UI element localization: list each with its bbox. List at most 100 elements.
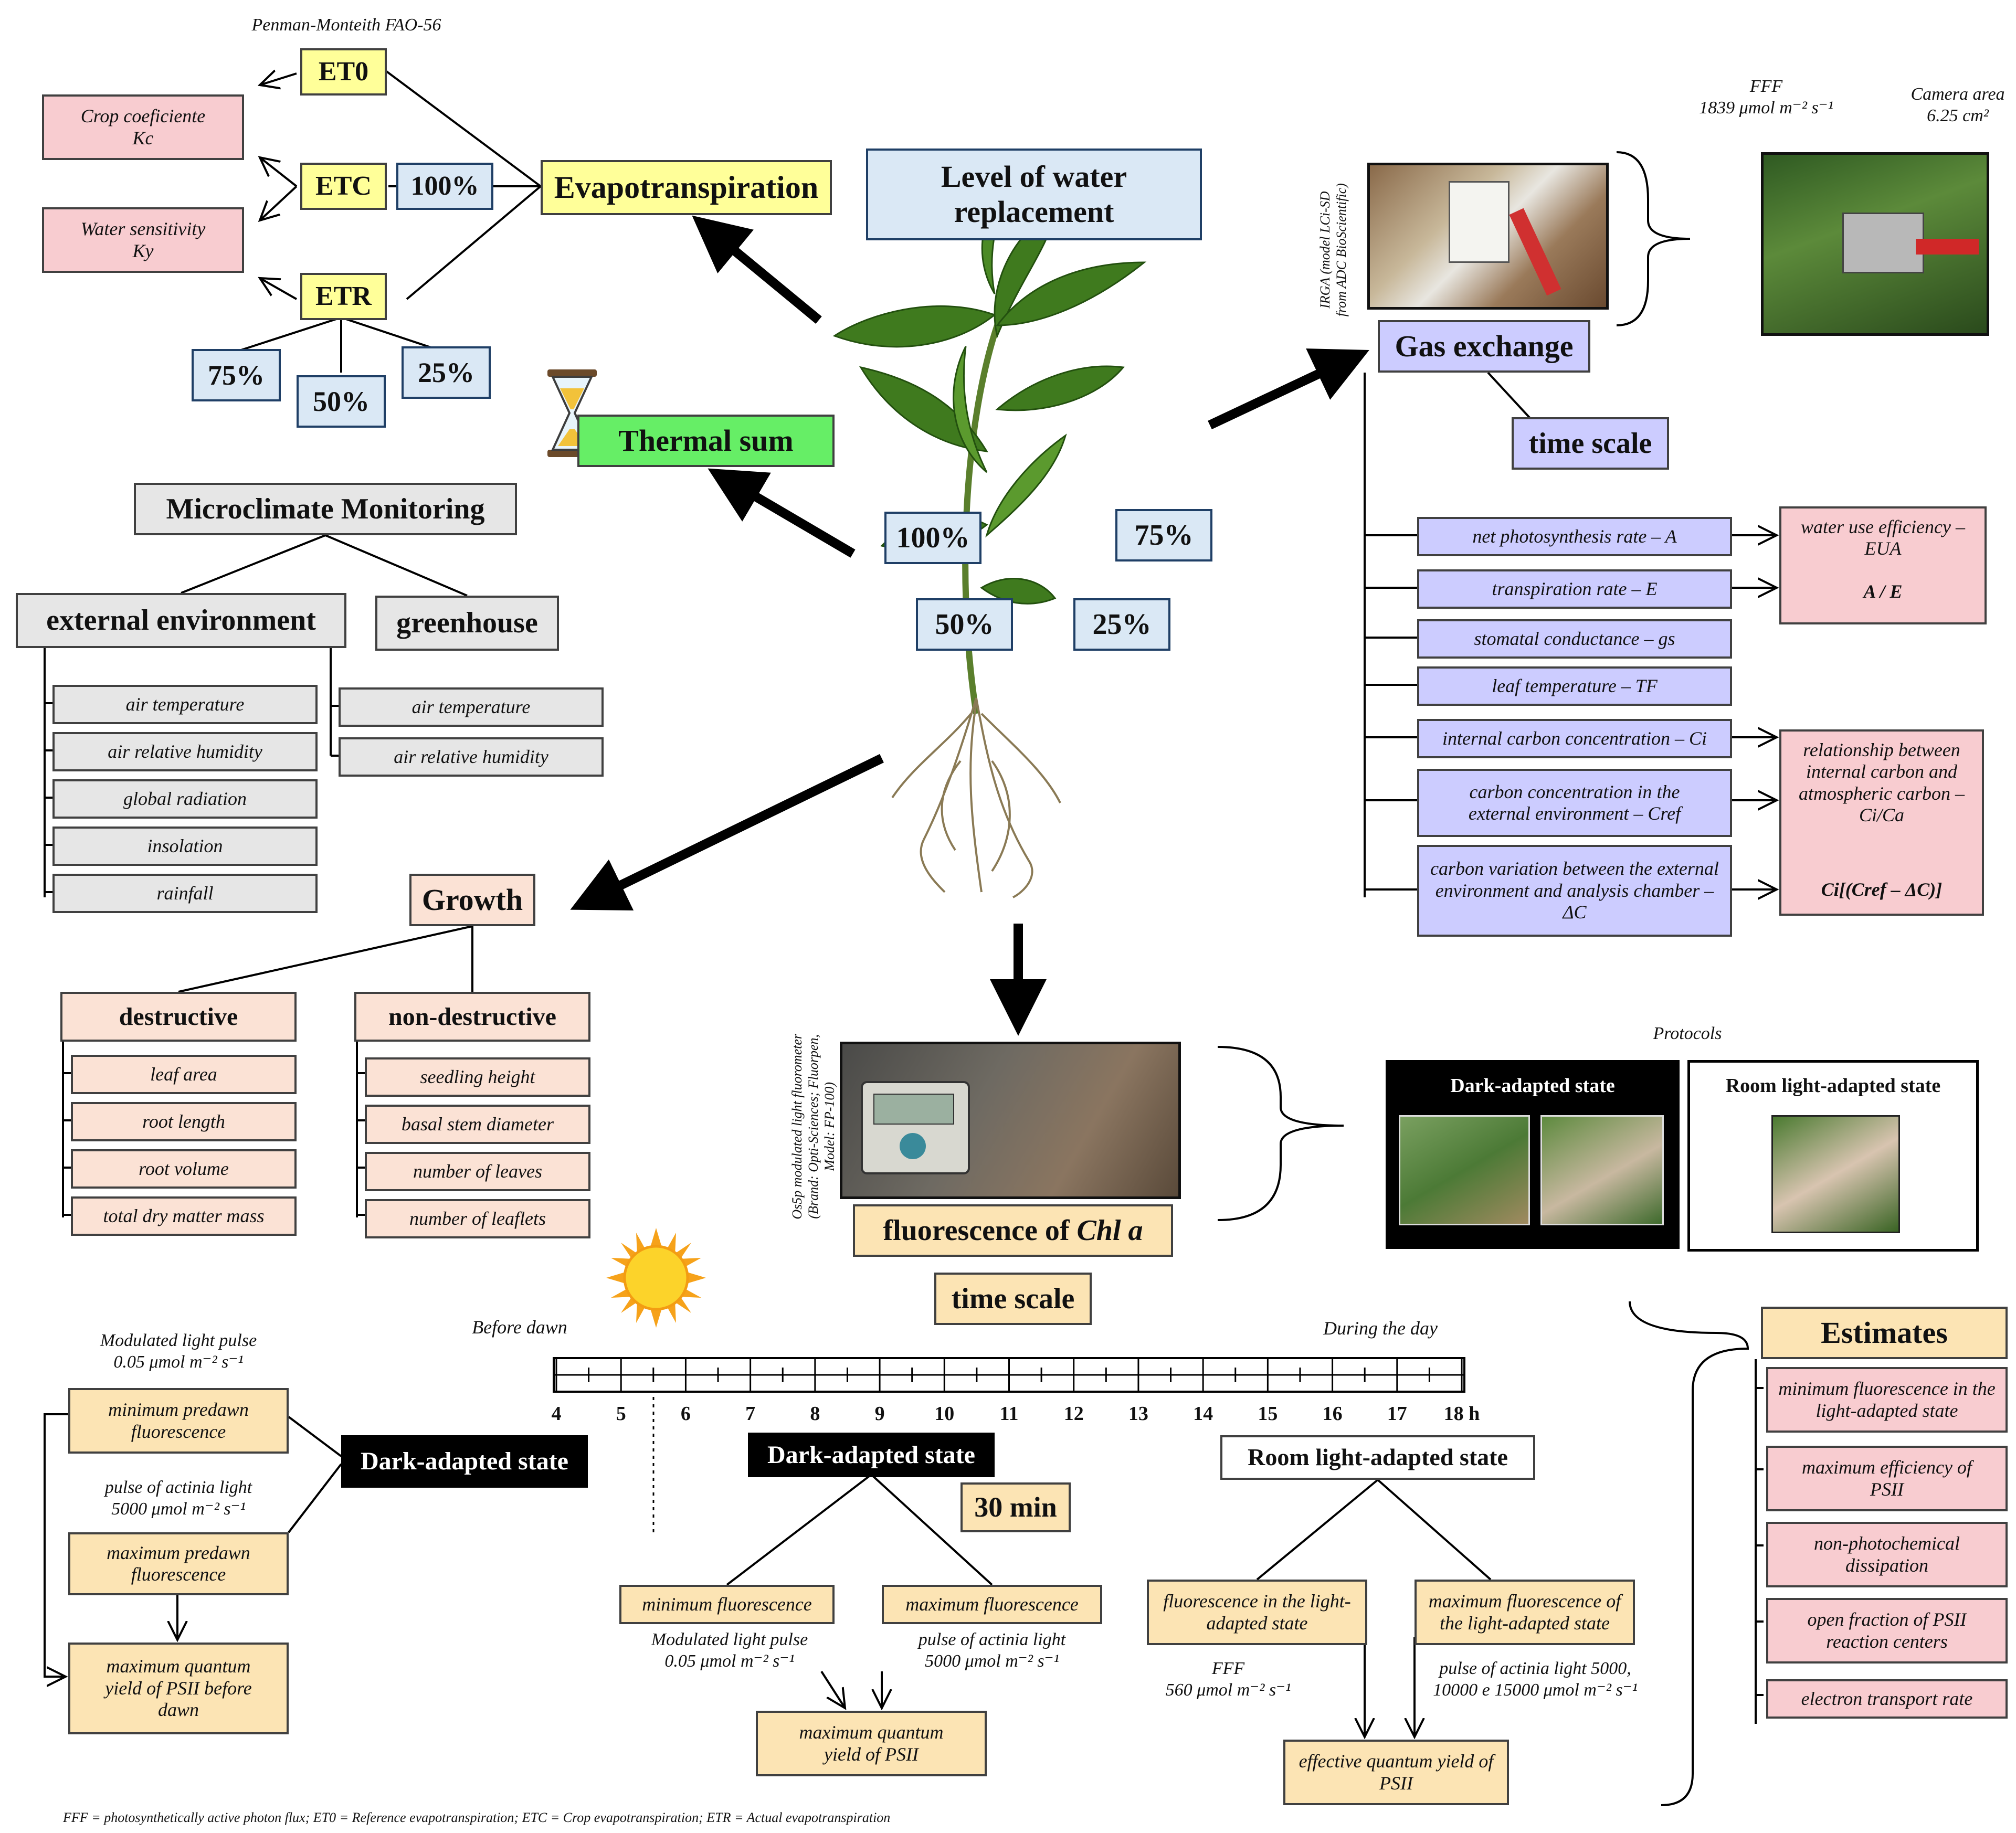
external-item-label: insolation [147, 835, 223, 856]
greenhouse-item-label: air relative humidity [394, 746, 548, 767]
nondestructive-item: number of leaves [365, 1152, 590, 1191]
etr-level-75-label: 75% [208, 359, 265, 391]
irga-note-l2: from ADC BioScientific) [1334, 183, 1349, 317]
destructive-title: destructive [119, 1002, 238, 1031]
irga-chamber [1509, 208, 1561, 296]
estimate-item: open fraction of PSII reaction centers [1766, 1598, 2008, 1664]
level-75: 75% [1115, 509, 1212, 561]
greenhouse-item-label: air temperature [411, 696, 531, 717]
nondestructive-item: basal stem diameter [365, 1105, 590, 1144]
external-item: insolation [52, 827, 318, 866]
sun-icon [606, 1228, 706, 1328]
timeline-tick-label: 16 [1322, 1403, 1343, 1425]
evapotranspiration-box: Evapotranspiration [541, 160, 832, 215]
wue-label-l1: water use efficiency – [1801, 516, 1965, 537]
estimate-item-label: open fraction of PSII reaction centers [1807, 1609, 1967, 1652]
etr-level-75: 75% [192, 349, 281, 401]
duration-box: 30 min [960, 1482, 1071, 1532]
max-fl-light-box: maximum fluorescence of the light-adapte… [1415, 1580, 1635, 1645]
destructive-item-label: root volume [139, 1158, 229, 1179]
fluorescence-title-pre: fluorescence of [883, 1214, 1077, 1247]
etc-pct-box: 100% [396, 163, 493, 210]
etr-box: ETR [300, 273, 387, 320]
fl-light-label: fluorescence in the light-adapted state [1163, 1591, 1351, 1634]
level-25-label: 25% [1092, 608, 1152, 641]
max-fl-box: maximum fluorescence [882, 1585, 1102, 1624]
cica-box: relationship between internal carbon and… [1779, 729, 1984, 916]
dark-pulse1-l1: Modulated light pulse [651, 1630, 808, 1649]
fluorometer-note: Os5p modulated light fluorometer(Brand: … [789, 990, 838, 1263]
wue-formula: A / E [1863, 580, 1903, 602]
nondestructive-item-label: seedling height [420, 1066, 535, 1087]
timeline-tick-label: 10 [934, 1403, 955, 1425]
max-qy-box: maximum quantum yield of PSII [756, 1711, 987, 1776]
dark-protocol-panel: Dark-adapted state [1386, 1060, 1680, 1249]
gas-param: transpiration rate – E [1417, 569, 1732, 609]
timeline-tick-label: 12 [1063, 1403, 1084, 1425]
destructive-item: root volume [71, 1149, 297, 1189]
level-50: 50% [916, 598, 1013, 651]
et0-box: ET0 [300, 48, 387, 96]
irga-note-l1: IRGA (model LCi-SD [1317, 191, 1333, 309]
external-item-label: rainfall [156, 882, 214, 904]
water-replacement-l2: replacement [954, 194, 1114, 229]
level-25: 25% [1073, 598, 1170, 651]
gas-param-label: net photosynthesis rate – A [1472, 525, 1677, 547]
fluorometer-note-l3: Model: FP-100) [822, 1082, 838, 1171]
timeline-tick-label: 4 [551, 1403, 562, 1425]
predawn-state-box: Dark-adapted state [341, 1435, 588, 1488]
max-predawn-label: maximum predawn fluorescence [107, 1542, 250, 1585]
external-environment-title: external environment [46, 604, 316, 637]
max-fl-label: maximum fluorescence [905, 1593, 1079, 1615]
room-protocol-title: Room light-adapted state [1725, 1075, 1941, 1097]
gas-param-label: leaf temperature – TF [1492, 675, 1658, 696]
duration-label: 30 min [974, 1491, 1057, 1523]
light-state-label: Room light-adapted state [1248, 1444, 1508, 1471]
during-day-label: During the day [1323, 1318, 1438, 1339]
light-fff-l1: FFF [1211, 1659, 1245, 1678]
cica-text: relationship between internal carbon and… [1799, 739, 1965, 826]
greenhouse-box: greenhouse [375, 596, 559, 651]
timeline-tick-label: 11 [999, 1403, 1019, 1425]
microclimate-box: Microclimate Monitoring [134, 483, 517, 535]
estimate-item: non-photochemical dissipation [1766, 1522, 2008, 1587]
gas-param: carbon variation between the external en… [1417, 845, 1732, 937]
gas-param-label: carbon variation between the external en… [1430, 858, 1719, 923]
eff-qy-label: effective quantum yield of PSII [1299, 1751, 1494, 1794]
nondestructive-title: non-destructive [388, 1002, 556, 1031]
estimate-item-label: maximum efficiency of PSII [1802, 1457, 1972, 1500]
gas-param: carbon concentration in the external env… [1417, 769, 1732, 837]
external-item-label: global radiation [123, 788, 247, 809]
thermal-sum-box: Thermal sum [577, 415, 835, 467]
gas-param-label: carbon concentration in the external env… [1468, 781, 1681, 824]
timeline-tick-label: 5 [616, 1403, 626, 1425]
destructive-item: leaf area [71, 1055, 297, 1094]
min-predawn-label: minimum predawn fluorescence [108, 1399, 249, 1442]
irga-photo [1367, 163, 1609, 310]
gas-param: leaf temperature – TF [1417, 666, 1732, 706]
etr-level-50: 50% [297, 375, 386, 428]
nondestructive-item-label: number of leaflets [409, 1207, 546, 1229]
level-100-label: 100% [896, 521, 970, 554]
destructive-box: destructive [60, 992, 297, 1042]
gas-exchange-box: Gas exchange [1378, 320, 1590, 373]
predawn-pulse1-l1: Modulated light pulse [100, 1331, 257, 1350]
timeline-tick-label: 8 [810, 1403, 820, 1425]
external-environment-box: external environment [16, 593, 346, 648]
destructive-item: total dry matter mass [71, 1196, 297, 1236]
max-qy-dawn-box: maximum quantum yield of PSII before daw… [68, 1643, 289, 1734]
estimate-item: electron transport rate [1766, 1679, 2008, 1719]
method-note: Penman-Monteith FAO-56 [251, 15, 441, 35]
max-predawn-box: maximum predawn fluorescence [68, 1532, 289, 1595]
fluorometer-device [861, 1081, 970, 1174]
destructive-item-label: leaf area [150, 1063, 217, 1085]
cica-formula: Ci[(Cref – ΔC)] [1821, 878, 1943, 900]
predawn-state-label: Dark-adapted state [361, 1447, 568, 1476]
level-75-label: 75% [1134, 518, 1194, 552]
